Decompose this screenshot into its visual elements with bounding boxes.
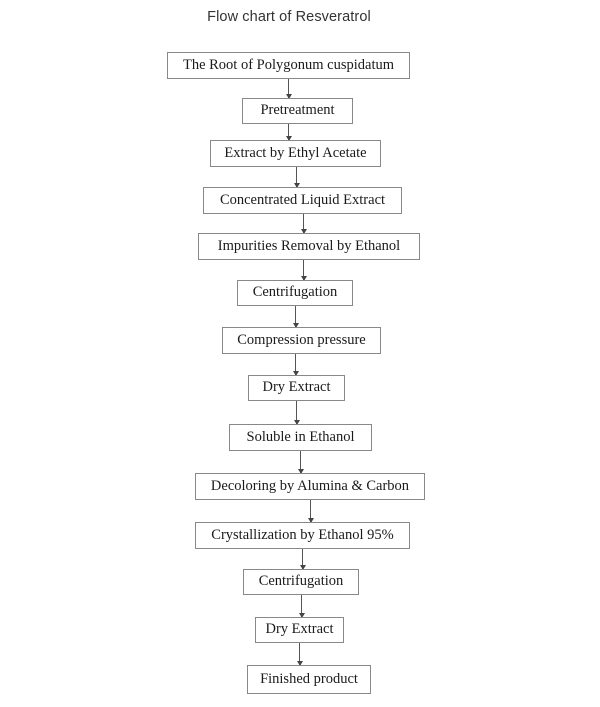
flow-arrow	[296, 643, 303, 666]
flow-node-pretreatment: Pretreatment	[242, 98, 353, 124]
flow-node-label: Decoloring by Alumina & Carbon	[210, 477, 410, 494]
flow-arrow	[293, 401, 300, 425]
flow-node-finished: Finished product	[247, 665, 371, 694]
flow-arrow	[307, 500, 314, 523]
flow-arrow	[300, 260, 307, 281]
flow-node-label: Concentrated Liquid Extract	[219, 191, 386, 208]
flow-arrow	[297, 451, 304, 474]
flow-node-label: Impurities Removal by Ethanol	[217, 237, 401, 254]
page-title: Flow chart of Resveratrol	[207, 9, 371, 25]
flow-arrow	[300, 214, 307, 234]
flow-node-crystallization: Crystallization by Ethanol 95%	[195, 522, 410, 549]
flow-node-label: Soluble in Ethanol	[246, 428, 355, 445]
flow-arrow	[285, 79, 292, 99]
flow-node-dry-extract-2: Dry Extract	[255, 617, 344, 643]
flow-node-dry-extract-1: Dry Extract	[248, 375, 345, 401]
flow-node-concentrated: Concentrated Liquid Extract	[203, 187, 402, 214]
flow-node-centrifuge-1: Centrifugation	[237, 280, 353, 306]
flow-arrow	[292, 306, 299, 328]
flow-node-compression: Compression pressure	[222, 327, 381, 354]
flow-node-label: Centrifugation	[252, 284, 338, 301]
flow-node-label: Compression pressure	[237, 331, 366, 348]
flow-arrow	[293, 167, 300, 188]
flow-node-label: Centrifugation	[258, 573, 344, 590]
flow-node-label: Finished product	[260, 670, 358, 687]
flow-node-decoloring: Decoloring by Alumina & Carbon	[195, 473, 425, 500]
flow-arrow	[298, 595, 305, 618]
flow-arrow	[299, 549, 306, 570]
flow-node-centrifuge-2: Centrifugation	[243, 569, 359, 595]
flow-arrow	[285, 124, 292, 141]
flow-node-label: Extract by Ethyl Acetate	[224, 144, 367, 161]
flow-node-impurities: Impurities Removal by Ethanol	[198, 233, 420, 260]
flow-node-label: Pretreatment	[260, 102, 335, 119]
flow-node-soluble: Soluble in Ethanol	[229, 424, 372, 451]
flow-node-label: Crystallization by Ethanol 95%	[211, 526, 394, 543]
flow-arrow	[292, 354, 299, 376]
flow-node-label: Dry Extract	[262, 379, 331, 396]
flow-node-label: The Root of Polygonum cuspidatum	[182, 56, 395, 73]
flow-node-extract-ethyl: Extract by Ethyl Acetate	[210, 140, 381, 167]
flow-node-label: Dry Extract	[265, 621, 334, 638]
flow-node-root: The Root of Polygonum cuspidatum	[167, 52, 410, 79]
